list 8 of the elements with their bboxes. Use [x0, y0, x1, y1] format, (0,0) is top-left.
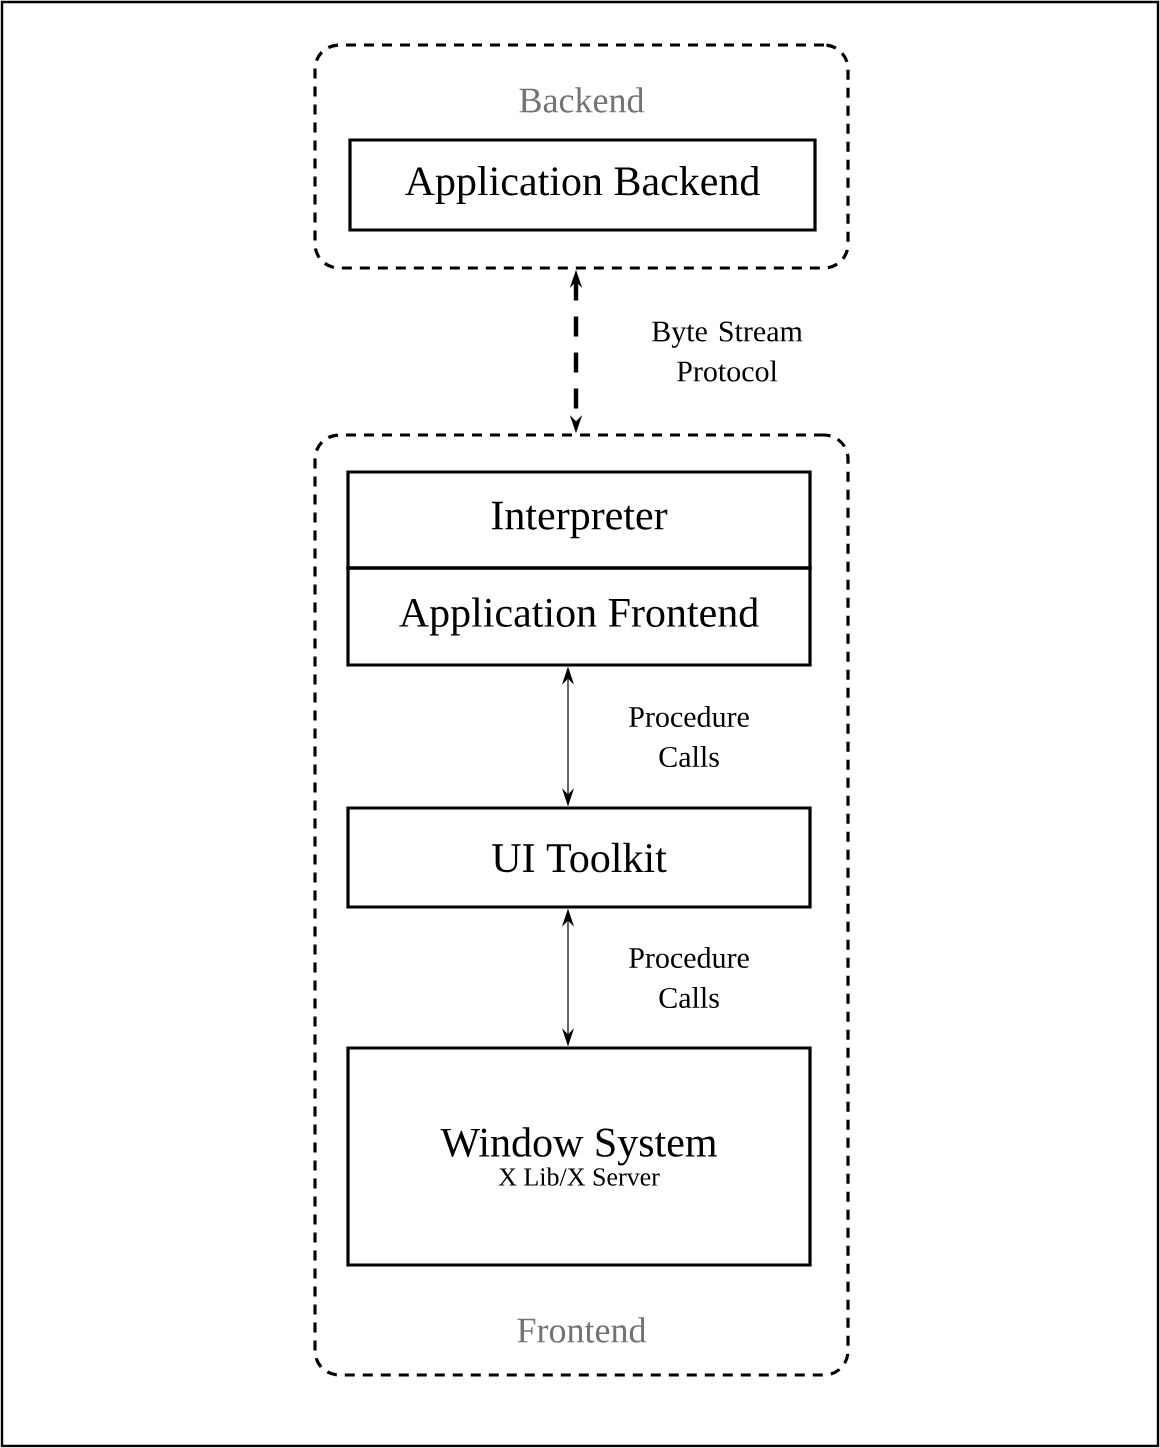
edge-label: Procedure Calls [629, 947, 749, 1009]
process-box: Application Backend [348, 138, 817, 232]
process-box: UI Toolkit [346, 806, 812, 909]
process-box: Window System X Lib/X Server [346, 1046, 812, 1267]
process-box: Interpreter [346, 470, 812, 570]
edge-label: Byte Stream Protocol [652, 321, 803, 382]
process-box: Application Frontend [346, 566, 812, 667]
edge-label: Procedure Calls [629, 706, 749, 768]
